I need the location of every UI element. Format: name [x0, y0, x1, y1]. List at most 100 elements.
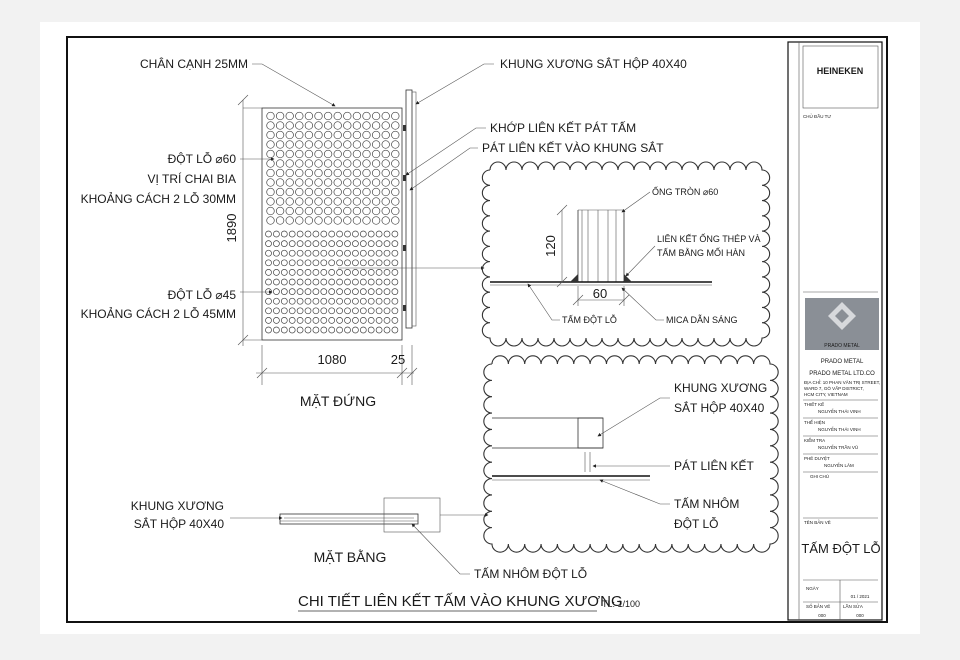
perforation-hole [320, 240, 328, 247]
perforation-hole [280, 307, 288, 315]
perforation-hole [352, 288, 359, 295]
perforation-hole [304, 278, 312, 286]
perforation-hole [273, 297, 280, 305]
perforation-hole [275, 178, 285, 187]
plan-panel-label: TẤM NHÔM ĐỘT LỖ [474, 566, 587, 581]
callout-hole45-2: KHOẢNG CÁCH 2 LỖ 45MM [81, 306, 236, 321]
perforation-hole [323, 121, 333, 130]
holes-60-grid [266, 111, 400, 225]
perforation-hole [343, 149, 352, 159]
perforation-hole [359, 297, 367, 305]
perforation-hole [273, 278, 280, 286]
perforation-hole [312, 240, 320, 247]
perforation-hole [391, 278, 399, 286]
drawing-title: CHI TIẾT LIÊN KẾT TẤM VÀO KHUNG XƯƠNG [298, 593, 623, 610]
detail-b-frame-1: KHUNG XƯƠNG [674, 381, 767, 395]
perforation-hole [381, 216, 390, 225]
drawing-name: TẤM ĐỘT LỖ [801, 541, 880, 556]
detail-b: KHUNG XƯƠNG SẮT HỘP 40X40 PÁT LIÊN KẾT T… [483, 355, 779, 553]
detail-b-frame-2: SẮT HỘP 40X40 [674, 400, 765, 415]
perforation-hole [352, 159, 362, 168]
perforation-hole [280, 230, 288, 238]
perforation-hole [312, 269, 320, 276]
perforation-hole [381, 111, 390, 121]
perforation-hole [273, 307, 280, 315]
perforation-hole [359, 278, 367, 286]
perforation-hole [295, 140, 304, 149]
perforation-hole [367, 326, 375, 334]
perforation-hole [323, 140, 333, 149]
perforation-hole [312, 288, 320, 295]
perforation-hole [328, 230, 336, 238]
perforation-hole [285, 187, 294, 197]
holes-45-grid [265, 230, 399, 334]
perforation-hole [362, 121, 371, 130]
perforation-hole [381, 149, 390, 159]
perforation-hole [266, 130, 275, 140]
perforation-hole [336, 278, 343, 286]
title-block: HEINEKEN CHỦ ĐẦU TƯ PRADO METAL PRADO ME… [787, 41, 883, 621]
perforation-hole [323, 159, 333, 168]
address-1: ĐỊA CHỈ: 10 PHAN VĂN TRỊ STREET, [804, 379, 880, 385]
perforation-hole [362, 216, 371, 225]
perforation-hole [381, 130, 390, 140]
perforation-hole [375, 317, 383, 324]
perforation-hole [323, 178, 333, 187]
sheet-label: SỐ BẢN VẼ [806, 603, 830, 609]
perforation-hole [295, 149, 304, 159]
perforation-hole [304, 317, 312, 324]
perforation-hole [312, 297, 320, 305]
callout-hole45-1: ĐỘT LỖ ⌀45 [168, 287, 237, 302]
perforation-hole [383, 307, 391, 315]
perforation-hole [336, 249, 343, 257]
perforation-hole [275, 130, 285, 140]
role3-label: KIỂM TRA [804, 437, 825, 443]
perforation-hole [359, 326, 367, 334]
perforation-hole [328, 297, 336, 305]
perforation-hole [343, 140, 352, 149]
perforation-hole [371, 206, 381, 216]
perforation-hole [391, 249, 399, 257]
perforation-hole [265, 317, 272, 324]
perforation-hole [266, 168, 275, 178]
perforation-hole [296, 326, 304, 334]
callout-bracket: PÁT LIÊN KẾT VÀO KHUNG SẮT [482, 140, 664, 155]
perforation-hole [344, 269, 351, 276]
perforation-hole [333, 168, 342, 178]
perforation-hole [333, 140, 342, 149]
plan-frame-1: KHUNG XƯƠNG [131, 499, 224, 513]
perforation-hole [273, 288, 280, 295]
perforation-hole [391, 149, 400, 159]
perforation-hole [343, 111, 352, 121]
perforation-hole [344, 249, 351, 257]
perforation-hole [314, 178, 323, 187]
perforation-hole [343, 187, 352, 197]
perforation-hole [273, 230, 280, 238]
perforation-hole [280, 259, 288, 267]
perforation-hole [352, 206, 362, 216]
perforation-hole [359, 317, 367, 324]
perforation-hole [383, 278, 391, 286]
detail-a-weld-2: TẤM BẰNG MỐI HÀN [657, 247, 745, 258]
role3-name: NGUYỄN TRẦN VŨ [818, 444, 858, 450]
perforation-hole [296, 269, 304, 276]
perforation-hole [391, 240, 399, 247]
sheet-value: 000 [818, 613, 826, 618]
perforation-hole [333, 130, 342, 140]
perforation-hole [304, 130, 314, 140]
notes-label: GHI CHÚ [810, 473, 829, 479]
perforation-hole [336, 269, 343, 276]
perforation-hole [371, 168, 381, 178]
perforation-hole [265, 230, 272, 238]
drawing-scale: TL: 1/100 [602, 599, 640, 609]
perforation-hole [314, 206, 323, 216]
perforation-hole [266, 159, 275, 168]
perforation-hole [288, 240, 296, 247]
drawing-name-label: TÊN BẢN VẼ [804, 518, 831, 525]
perforation-hole [383, 259, 391, 267]
perforation-hole [328, 278, 336, 286]
perforation-hole [280, 317, 288, 324]
detail-b-bracket: PÁT LIÊN KẾT [674, 458, 754, 473]
perforation-hole [381, 187, 390, 197]
perforation-hole [343, 130, 352, 140]
